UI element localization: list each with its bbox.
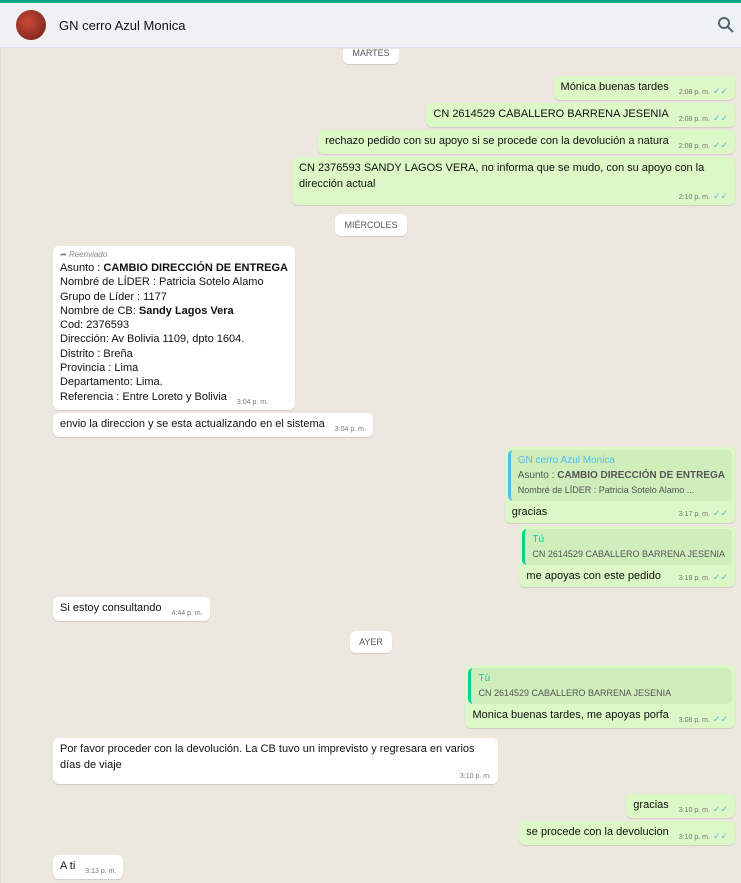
day-divider: MARTES <box>343 49 399 64</box>
message-in[interactable]: Por favor proceder con la devolución. La… <box>53 737 498 784</box>
message-in[interactable]: envio la direccion y se esta actualizand… <box>53 412 373 437</box>
chat-header[interactable]: GN cerro Azul Monica <box>0 3 741 48</box>
read-ticks-icon: ✓✓ <box>712 713 728 724</box>
read-ticks-icon: ✓✓ <box>712 571 728 582</box>
message-text: CN 2376593 SANDY LAGOS VERA, no informa … <box>299 162 705 190</box>
message-text: CN 2614529 CABALLERO BARRENA JESENIA <box>433 108 669 120</box>
message-time: 3:13 p. m. <box>85 867 117 875</box>
search-icon[interactable] <box>717 16 735 34</box>
message-time: 3:04 p. m. <box>236 398 269 406</box>
message-text: rechazo pedido con su apoyo si se proced… <box>325 135 669 147</box>
message-time: 2:08 p. m.✓✓ <box>678 86 728 97</box>
read-ticks-icon: ✓✓ <box>712 140 728 150</box>
read-ticks-icon: ✓✓ <box>712 113 728 123</box>
message-time: 3:10 p. m. <box>459 772 491 780</box>
message-out[interactable]: Mónica buenas tardes 2:08 p. m.✓✓ <box>553 76 735 100</box>
message-in-forwarded[interactable]: ➦ Reenviado Asunto : CAMBIO DIRECCIÓN DE… <box>53 246 295 410</box>
read-ticks-icon: ✓✓ <box>712 191 728 201</box>
message-time: 2:08 p. m.✓✓ <box>678 113 728 124</box>
message-out[interactable]: CN 2376593 SANDY LAGOS VERA, no informa … <box>292 157 735 205</box>
message-time: 2:10 p. m.✓✓ <box>678 191 728 202</box>
read-ticks-icon: ✓✓ <box>712 507 728 518</box>
read-ticks-icon: ✓✓ <box>712 803 728 814</box>
forwarded-label: ➦ Reenviado <box>60 250 108 259</box>
message-out[interactable]: rechazo pedido con su apoyo si se proced… <box>318 130 735 154</box>
chat-title: GN cerro Azul Monica <box>59 17 186 33</box>
read-ticks-icon: ✓✓ <box>712 830 728 841</box>
forwarded-reference-line: Referencia : Entre Loreto y Bolivia <box>60 390 227 403</box>
read-ticks-icon: ✓✓ <box>712 86 728 96</box>
message-time: 3:04 p. m. <box>334 425 366 433</box>
day-divider: AYER <box>350 630 392 653</box>
message-out[interactable]: CN 2614529 CABALLERO BARRENA JESENIA 2:08… <box>426 103 735 127</box>
top-accent <box>0 0 741 3</box>
message-text: Mónica buenas tardes <box>560 81 669 93</box>
message-time: 2:08 p. m.✓✓ <box>678 140 728 151</box>
avatar[interactable] <box>16 10 46 40</box>
message-time: 4:44 p. m. <box>171 609 203 617</box>
day-divider: MIÉRCOLES <box>335 214 407 236</box>
